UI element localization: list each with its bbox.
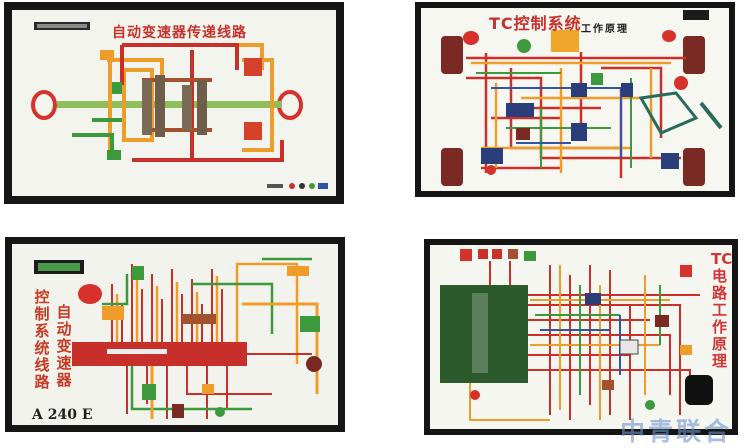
tc-control-drawing [441,10,723,186]
model-label: A 240 E [32,407,93,423]
transmission-diagram-drawing [31,22,328,189]
panel-subtitle: 工作原理 [581,24,629,35]
panel-title: 自动变速器传递线路 [112,25,247,41]
panel-a240e-circuit: 控制系统线路 自动变速器 A 240 E [5,237,345,432]
panel-title: TC控制系统 [489,14,582,33]
panel-transmission-diagram: 自动变速器传递线路 [4,2,344,204]
panel-title: TC电路工作原理 [711,250,733,370]
watermark-text: 中青联合 [620,417,733,446]
panel-tc-circuit: TC电路工作原理 [424,239,738,435]
panel-tc-control-system: TC控制系统 工作原理 [415,2,735,197]
tc-circuit-drawing [440,249,713,421]
side-text-left: 控制系统线路 [34,288,50,391]
side-text-right: 自动变速器 [56,303,72,389]
a240e-circuit-drawing [34,257,322,419]
